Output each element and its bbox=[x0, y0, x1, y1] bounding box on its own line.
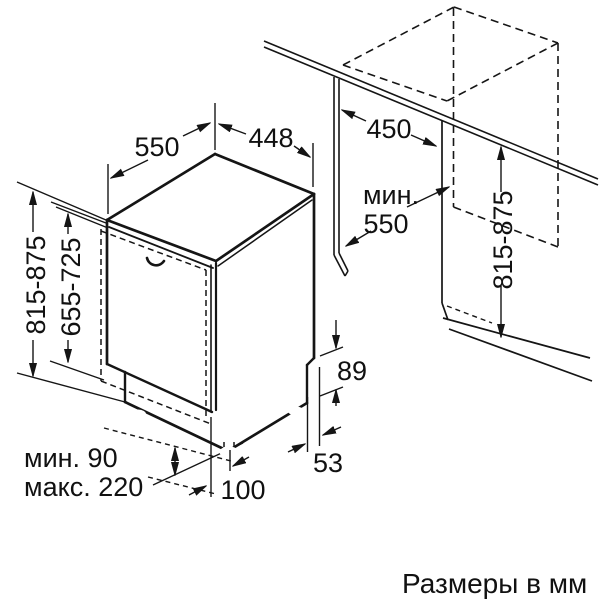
dimension-arrows bbox=[33, 110, 501, 495]
dim-height-left-label: 815-875 bbox=[21, 235, 51, 334]
dim-plinth-max-label: макс. 220 bbox=[24, 472, 143, 502]
door-handle-icon bbox=[145, 256, 166, 267]
dim-niche-width-label: 450 bbox=[366, 114, 411, 144]
dim-rear-gap-label: 89 bbox=[337, 356, 367, 386]
dim-toe-kick-label: 100 bbox=[220, 475, 265, 505]
dim-plinth-min-label: мин. 90 bbox=[24, 443, 118, 473]
furniture-panel-dashed bbox=[100, 229, 212, 425]
dishwasher-body bbox=[105, 152, 316, 453]
dim-top-width-label: 448 bbox=[248, 123, 293, 153]
worktop-edge-right bbox=[263, 40, 599, 186]
dim-base-offset-label: 53 bbox=[313, 448, 343, 478]
dimension-ticks bbox=[107, 103, 344, 497]
worktop-edge-left bbox=[16, 181, 126, 403]
dim-niche-depth-min-word: мин. bbox=[363, 180, 419, 210]
units-caption: Размеры в мм bbox=[402, 568, 587, 599]
right-cabinet bbox=[441, 120, 593, 382]
cabinet-side-panel bbox=[333, 77, 349, 277]
dim-panel-height-label: 655-725 bbox=[56, 237, 86, 336]
niche-dashed-box bbox=[342, 6, 559, 248]
dim-top-depth-label: 550 bbox=[134, 132, 179, 162]
adjustable-feet bbox=[130, 406, 304, 458]
dim-height-right-label: 815-875 bbox=[488, 190, 518, 289]
dim-niche-depth-min-value: 550 bbox=[363, 209, 408, 239]
